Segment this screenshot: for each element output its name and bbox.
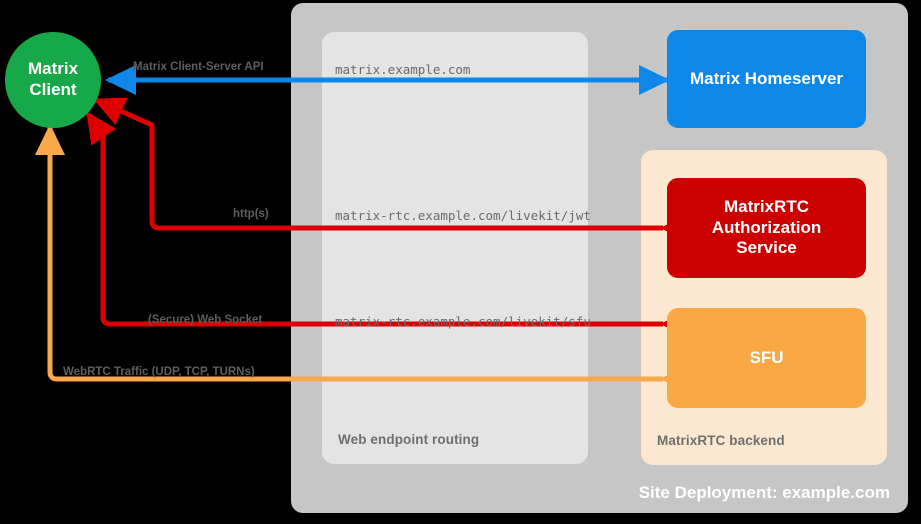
edge-url-livekit-sfu: matrix-rtc.example.com/livekit/sfu xyxy=(335,314,591,329)
edge-url-livekit-jwt: matrix-rtc.example.com/livekit/jwt xyxy=(335,208,591,223)
node-matrix-homeserver[interactable]: Matrix Homeserver xyxy=(667,30,866,128)
node-matrix-client-line2: Client xyxy=(29,80,77,99)
edge-label-webrtc-traffic: WebRTC Traffic (UDP, TCP, TURNs) xyxy=(63,366,255,378)
matrixrtc-backend-label: MatrixRTC backend xyxy=(657,433,785,448)
node-sfu-label: SFU xyxy=(749,347,784,367)
node-auth-line1: MatrixRTC xyxy=(723,196,809,216)
node-matrix-client[interactable]: Matrix Client xyxy=(5,32,101,128)
node-auth-line3: Service xyxy=(736,238,797,258)
edge-label-http-s: http(s) xyxy=(233,208,269,220)
site-deployment-label: Site Deployment: example.com xyxy=(638,483,890,502)
edge-label-secure-web-socket: (Secure) Web Socket xyxy=(148,314,263,326)
node-matrix-client-line1: Matrix xyxy=(27,59,79,79)
node-matrixrtc-authorization-service[interactable]: MatrixRTC Authorization Service xyxy=(667,178,866,278)
edge-webrtc-traffic xyxy=(35,123,691,394)
node-auth-line2: Authorization xyxy=(711,217,822,237)
node-matrix-homeserver-label: Matrix Homeserver xyxy=(689,68,844,88)
node-sfu[interactable]: SFU xyxy=(667,308,866,408)
edge-url-matrix-example-com: matrix.example.com xyxy=(335,62,471,77)
web-endpoint-routing-label: Web endpoint routing xyxy=(338,432,480,447)
edge-label-matrix-client-server-api: Matrix Client-Server API xyxy=(133,61,264,73)
